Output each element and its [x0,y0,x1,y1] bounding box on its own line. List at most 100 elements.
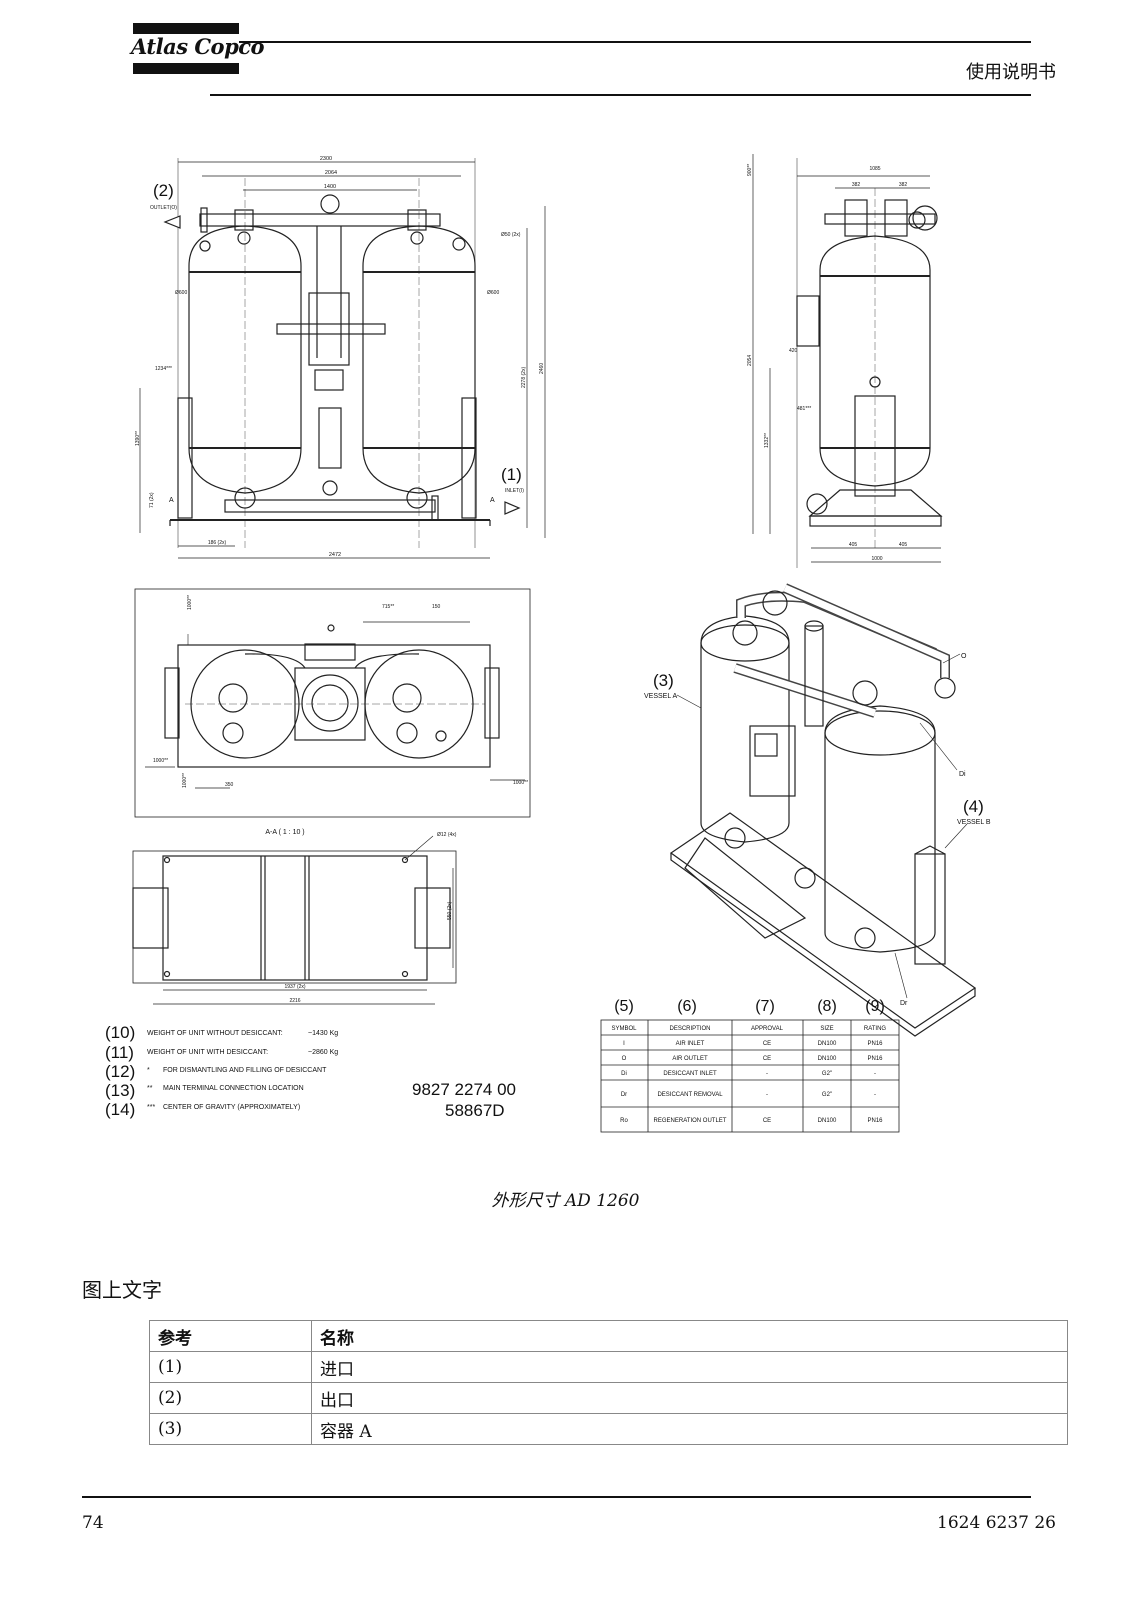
dim-side-3: 382 [899,182,908,188]
conn-cell: - [874,1071,876,1077]
conn-cell: G2" [822,1092,832,1098]
col-ref: (6) [677,998,697,1015]
dim-side-9: 405 [849,542,858,548]
dim-front-11: Ø600 [175,290,187,296]
table-row: (1) 进口 [149,1351,1068,1383]
conn-cell: - [874,1092,876,1098]
callout-2-label: OUTLET(O) [150,205,177,211]
conn-cell: DESICCANT INLET [663,1071,717,1077]
note-num: (13) [105,1081,135,1100]
dim-front-9: 2278 (2x) [521,367,527,388]
label-dr: Dr [900,1000,908,1007]
conn-cell: Dr [621,1092,627,1098]
section-title: 图上文字 [82,1278,162,1302]
conn-cell: CE [763,1041,771,1047]
note-value: ~1430 Kg [308,1030,338,1037]
conn-cell: DN100 [818,1041,837,1047]
side-view [752,154,943,568]
dim-top-6: 1000** [182,773,188,788]
conn-cell: DESICCANT REMOVAL [657,1092,723,1098]
dim-front-12: Ø600 [487,290,499,296]
logo-bar-top [133,23,239,34]
dim-side-6: 420 [789,348,798,354]
brand-logo: Atlas Copco [131,34,265,59]
dim-side-8: 1332** [764,433,770,448]
dim-side-4: 900** [747,164,753,176]
conn-header: SYMBOL [611,1026,637,1032]
note-text: WEIGHT OF UNIT WITHOUT DESICCANT: [147,1030,283,1037]
table-row: (3) 容器 A [149,1413,1068,1445]
table-cell: 出口 [311,1382,1068,1414]
callout-1-label: INLET(I) [505,488,524,494]
dim-front-1: 2300 [320,156,332,162]
conn-cell: - [766,1071,768,1077]
header-rule-bottom [210,94,1031,96]
note-text: FOR DISMANTLING AND FILLING OF DESICCANT [163,1067,327,1074]
callout-2: (2) [153,181,174,200]
notes: (10) (11) (12) (13) (14) [105,1023,135,1119]
conn-cell: CE [763,1118,771,1124]
dim-base-2: 1937 (2x) [284,984,305,990]
col-ref: (8) [817,998,837,1015]
conn-cell: REGENERATION OUTLET [654,1118,727,1124]
dim-front-4: 2472 [329,552,341,558]
dim-side-2: 382 [852,182,861,188]
footer-rule [82,1496,1031,1498]
conn-cell: PN16 [867,1041,883,1047]
conn-cell: I [623,1041,625,1047]
base-section [132,835,457,1005]
conn-header: RATING [864,1026,887,1032]
note-num: (14) [105,1100,135,1119]
dim-front-7: 1390** [135,431,141,446]
isometric-view [669,583,977,1037]
conn-cell: PN16 [867,1056,883,1062]
conn-cell: Di [621,1071,627,1077]
figure-caption: 外形尺寸 AD 1260 [491,1191,640,1211]
note-text: CENTER OF GRAVITY (APPROXIMATELY) [163,1104,300,1111]
document-number: 1624 6237 26 [937,1513,1056,1533]
dim-base-3: 2216 [289,998,300,1004]
dim-side-11: 1000 [871,556,882,562]
note-num: (10) [105,1023,135,1042]
conn-header: DESCRIPTION [669,1026,710,1032]
table-header: 参考 [149,1320,312,1352]
dim-front-10: 2460 [539,363,545,374]
section-title: A-A ( 1 : 10 ) [265,829,304,836]
reference-table: 参考 名称 (1) 进口 (2) 出口 (3) 容器 A [149,1320,1068,1445]
note-value: ~2860 Kg [308,1049,338,1056]
front-view [139,158,546,559]
dim-front-5: 186 (2x) [208,540,227,546]
table-row: (2) 出口 [149,1382,1068,1414]
note-mark: * [147,1067,150,1074]
conn-cell: G2" [822,1071,832,1077]
table-header-row: 参考 名称 [149,1320,1068,1352]
callout-3: (3) [653,671,674,690]
table-cell: 进口 [311,1351,1068,1383]
dim-top-2: 715** [382,604,394,610]
callout-3-label: VESSEL A [644,693,678,700]
dim-base-1: Ø12 (4x) [437,832,457,838]
dim-side-5: 2054 [747,355,753,366]
conn-cell: PN16 [867,1118,883,1124]
table-cell: (2) [149,1382,312,1414]
conn-cell: CE [763,1056,771,1062]
section-marker-right: A [490,497,495,504]
col-ref: (7) [755,998,775,1015]
dim-top-7: 1000** [513,780,528,786]
conn-cell: DN100 [818,1056,837,1062]
table-cell: (1) [149,1351,312,1383]
conn-cell: Ro [620,1118,628,1124]
drawing-number: 58867D [445,1101,505,1120]
part-number: 9827 2274 00 [412,1080,516,1099]
conn-cell: AIR INLET [676,1041,705,1047]
note-num: (11) [105,1043,134,1062]
page-number: 74 [82,1513,104,1533]
table-header: 名称 [311,1320,1068,1352]
dim-top-3: 150 [432,604,441,610]
note-text: MAIN TERMINAL CONNECTION LOCATION [163,1085,304,1092]
top-view [134,588,531,818]
label-o: O [961,653,967,660]
callout-1: (1) [501,465,522,484]
dimension-drawing: 2300 2064 1400 2472 186 (2x) 1234*** 139… [105,154,991,1133]
dim-side-10: 405 [899,542,908,548]
